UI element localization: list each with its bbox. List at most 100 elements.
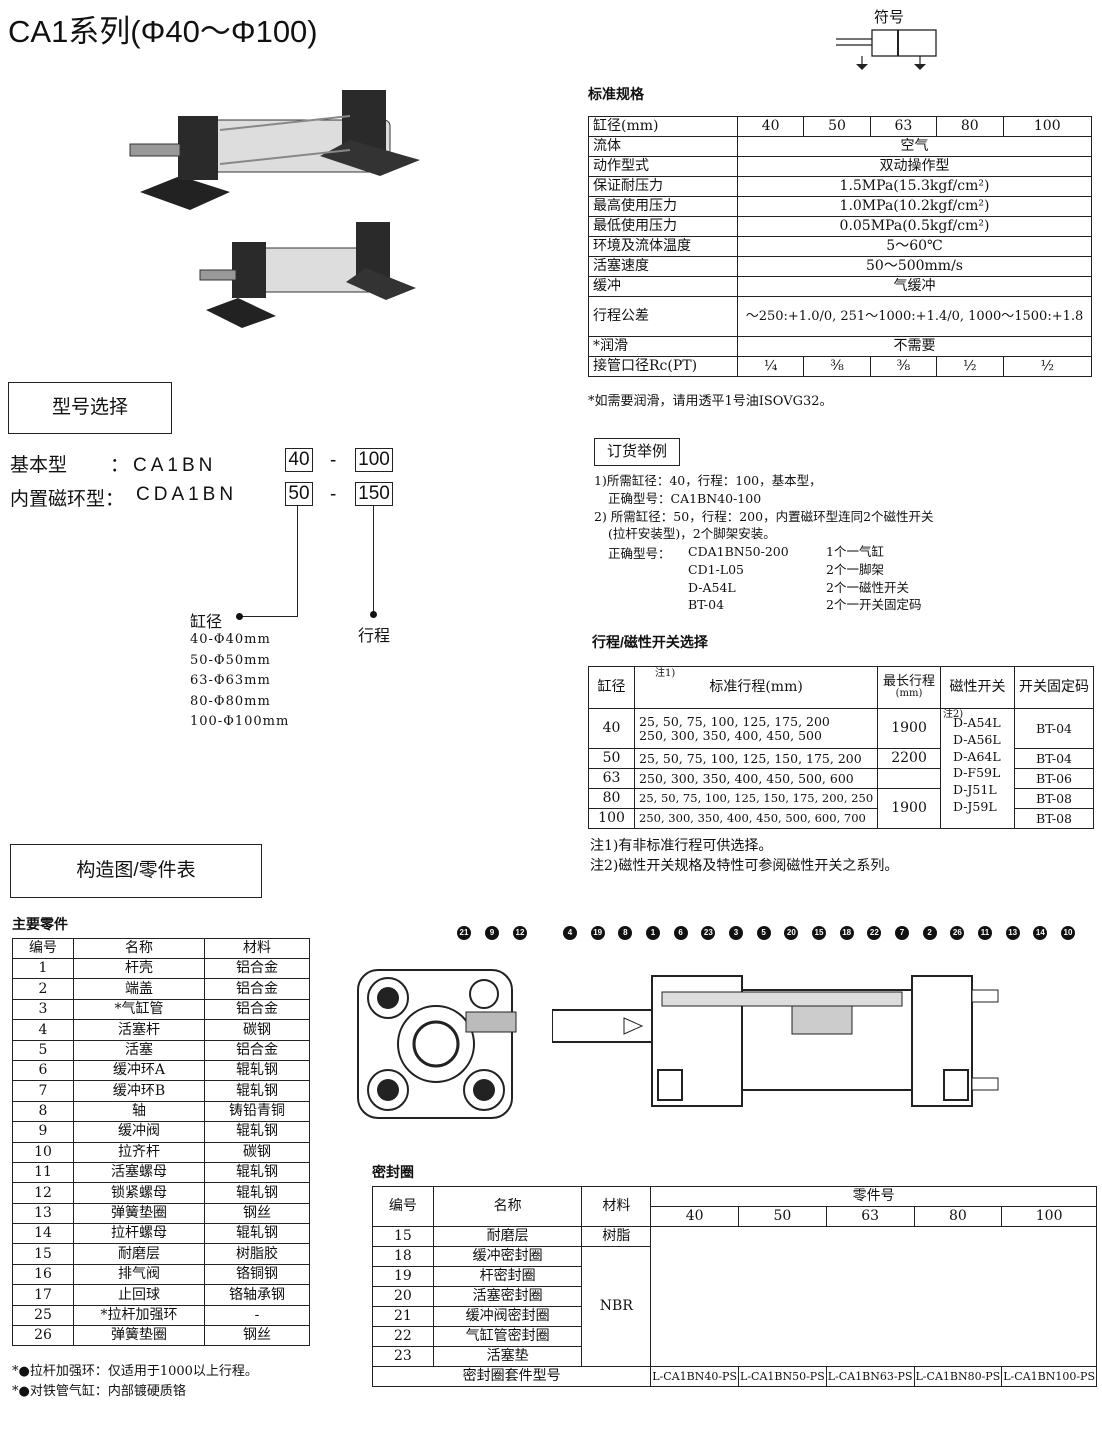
stroke-header-switch: 磁性开关 — [939, 666, 1016, 709]
parts-no: 2 — [12, 978, 74, 1000]
parts-name: 杆壳 — [73, 957, 205, 980]
port-size: ¼ — [736, 356, 805, 377]
seal-header-name: 名称 — [432, 1186, 583, 1227]
seal-no: 21 — [372, 1306, 434, 1327]
parts-name: 端盖 — [73, 978, 205, 1000]
std-spec-label: 最高使用压力 — [588, 196, 738, 217]
port-size: ½ — [1002, 356, 1092, 377]
callout-13: 13 — [1005, 926, 1020, 940]
seal-kit: L-CA1BN100-PS — [1001, 1366, 1097, 1387]
stroke-switch-notes: 注1)有非标准行程可供选择。 注2)磁性开关规格及特性可参阅磁性开关之系列。 — [590, 836, 898, 876]
stroke-bore: 63 — [587, 768, 636, 789]
parts-name: 缓冲环A — [73, 1059, 205, 1082]
parts-name: 排气阀 — [73, 1263, 205, 1286]
port-size: ⅜ — [803, 356, 871, 377]
stroke-note: 注1)有非标准行程可供选择。 — [590, 838, 773, 854]
std-spec-label: 接管口径Rc(PT) — [588, 356, 738, 377]
parts-material: 辊轧钢 — [204, 1161, 310, 1184]
order-correct-label: 正确型号： — [608, 546, 671, 561]
callout-9: 9 — [485, 926, 499, 940]
parts-material: 碳钢 — [204, 1019, 310, 1041]
std-spec-value: 50～500mm/s — [737, 256, 1092, 277]
order-item-descs: 1个一气缸 2个一脚架 2个一磁性开关 2个一开关固定码 — [826, 543, 921, 614]
order-line: (拉杆安装型)，2个脚架安装。 — [608, 526, 776, 542]
stroke-header-max: 最长行程 (mm) — [877, 666, 941, 709]
seal-name: 耐磨层 — [432, 1226, 583, 1247]
callout-10: 10 — [1061, 926, 1075, 940]
switch-fix: BT-06 — [1014, 768, 1094, 789]
parts-material: - — [204, 1304, 310, 1327]
stroke-header-std: 注1) 标准行程(mm) — [634, 666, 879, 709]
order-item-desc: 1个一气缸 — [826, 544, 884, 559]
stroke-header-bore: 缸径 — [587, 666, 636, 709]
parts-no: 12 — [12, 1182, 74, 1204]
stroke-bore: 100 — [587, 808, 636, 829]
parts-name: 拉杆螺母 — [73, 1223, 205, 1245]
bore-list-item: 80-Φ80mm — [190, 693, 271, 709]
std-spec-header-cell: 40 — [736, 116, 805, 137]
parts-material: 铬铜钢 — [204, 1263, 310, 1286]
parts-no: 14 — [12, 1223, 74, 1245]
callout-5: 5 — [756, 926, 771, 940]
callout-3: 3 — [729, 926, 743, 940]
parts-material: 辊轧钢 — [204, 1059, 310, 1082]
parts-name: 缓冲环B — [73, 1080, 205, 1102]
parts-name: 耐磨层 — [73, 1243, 205, 1265]
bore-list-item: 50-Φ50mm — [190, 652, 271, 668]
parts-no: 9 — [12, 1121, 74, 1143]
stroke-bore: 40 — [587, 708, 636, 749]
page-title: CA1系列(Φ40～Φ100) — [8, 14, 318, 49]
parts-name: 缓冲阀 — [73, 1121, 205, 1143]
parts-material: 铝合金 — [204, 978, 310, 1000]
std-spec-label: 流体 — [588, 136, 738, 157]
std-spec-label: *润滑 — [588, 336, 738, 357]
std-spec-header-cell: 100 — [1002, 116, 1092, 137]
order-item-desc: 2个一磁性开关 — [826, 579, 909, 595]
order-item-code: D-A54L — [688, 579, 736, 595]
std-spec-value: 空气 — [737, 136, 1092, 157]
seal-name: 活塞垫 — [432, 1346, 583, 1367]
seal-header-bore: 50 — [738, 1206, 827, 1227]
callout-12: 12 — [513, 926, 527, 940]
stroke-label: 行程 — [358, 626, 391, 645]
order-line: 正确型号：CA1BN40-100 — [608, 490, 762, 506]
order-line: 2) 所需缸径：50，行程：200，内置磁环型连同2个磁性开关 — [594, 508, 934, 524]
stroke-leader-dot-icon — [370, 611, 377, 618]
parts-no: 6 — [12, 1059, 74, 1082]
std-spec-header-cell: 缸径(mm) — [588, 116, 738, 137]
seal-no: 20 — [372, 1286, 434, 1307]
callout-4: 4 — [563, 926, 577, 940]
std-spec-note: *如需要润滑，请用透平1号油ISOVG32。 — [588, 394, 833, 409]
callout-7: 7 — [895, 926, 909, 940]
parts-material: 钢丝 — [204, 1325, 310, 1347]
model-basic-bore: 40 — [285, 448, 313, 472]
parts-name: 拉齐杆 — [73, 1141, 205, 1163]
switch-fix: BT-04 — [1014, 748, 1094, 769]
parts-material: 铬轴承钢 — [204, 1284, 310, 1306]
seal-name: 杆密封圈 — [432, 1266, 583, 1287]
product-photo-large — [129, 90, 420, 210]
cylinder-symbol-icon — [836, 29, 937, 70]
parts-no: 3 — [12, 998, 74, 1021]
model-mag-bore: 50 — [285, 482, 313, 506]
seal-no: 22 — [372, 1326, 434, 1347]
order-item-code: CD1-L05 — [688, 561, 744, 577]
parts-header-cell: 编号 — [12, 938, 74, 959]
switch-fix: BT-04 — [1014, 708, 1094, 749]
stroke-switch-table: 缸径 注1) 标准行程(mm) 最长行程 (mm) 磁性开关 开关固定码 40 … — [587, 666, 1094, 829]
parts-no: 16 — [12, 1263, 74, 1286]
seal-no: 23 — [372, 1346, 434, 1367]
switch-fix: BT-08 — [1014, 788, 1094, 809]
std-spec-label: 保证耐压力 — [588, 176, 738, 197]
parts-material: 钢丝 — [204, 1202, 310, 1225]
seal-header-mat: 材料 — [581, 1186, 652, 1227]
parts-no: 15 — [12, 1243, 74, 1265]
